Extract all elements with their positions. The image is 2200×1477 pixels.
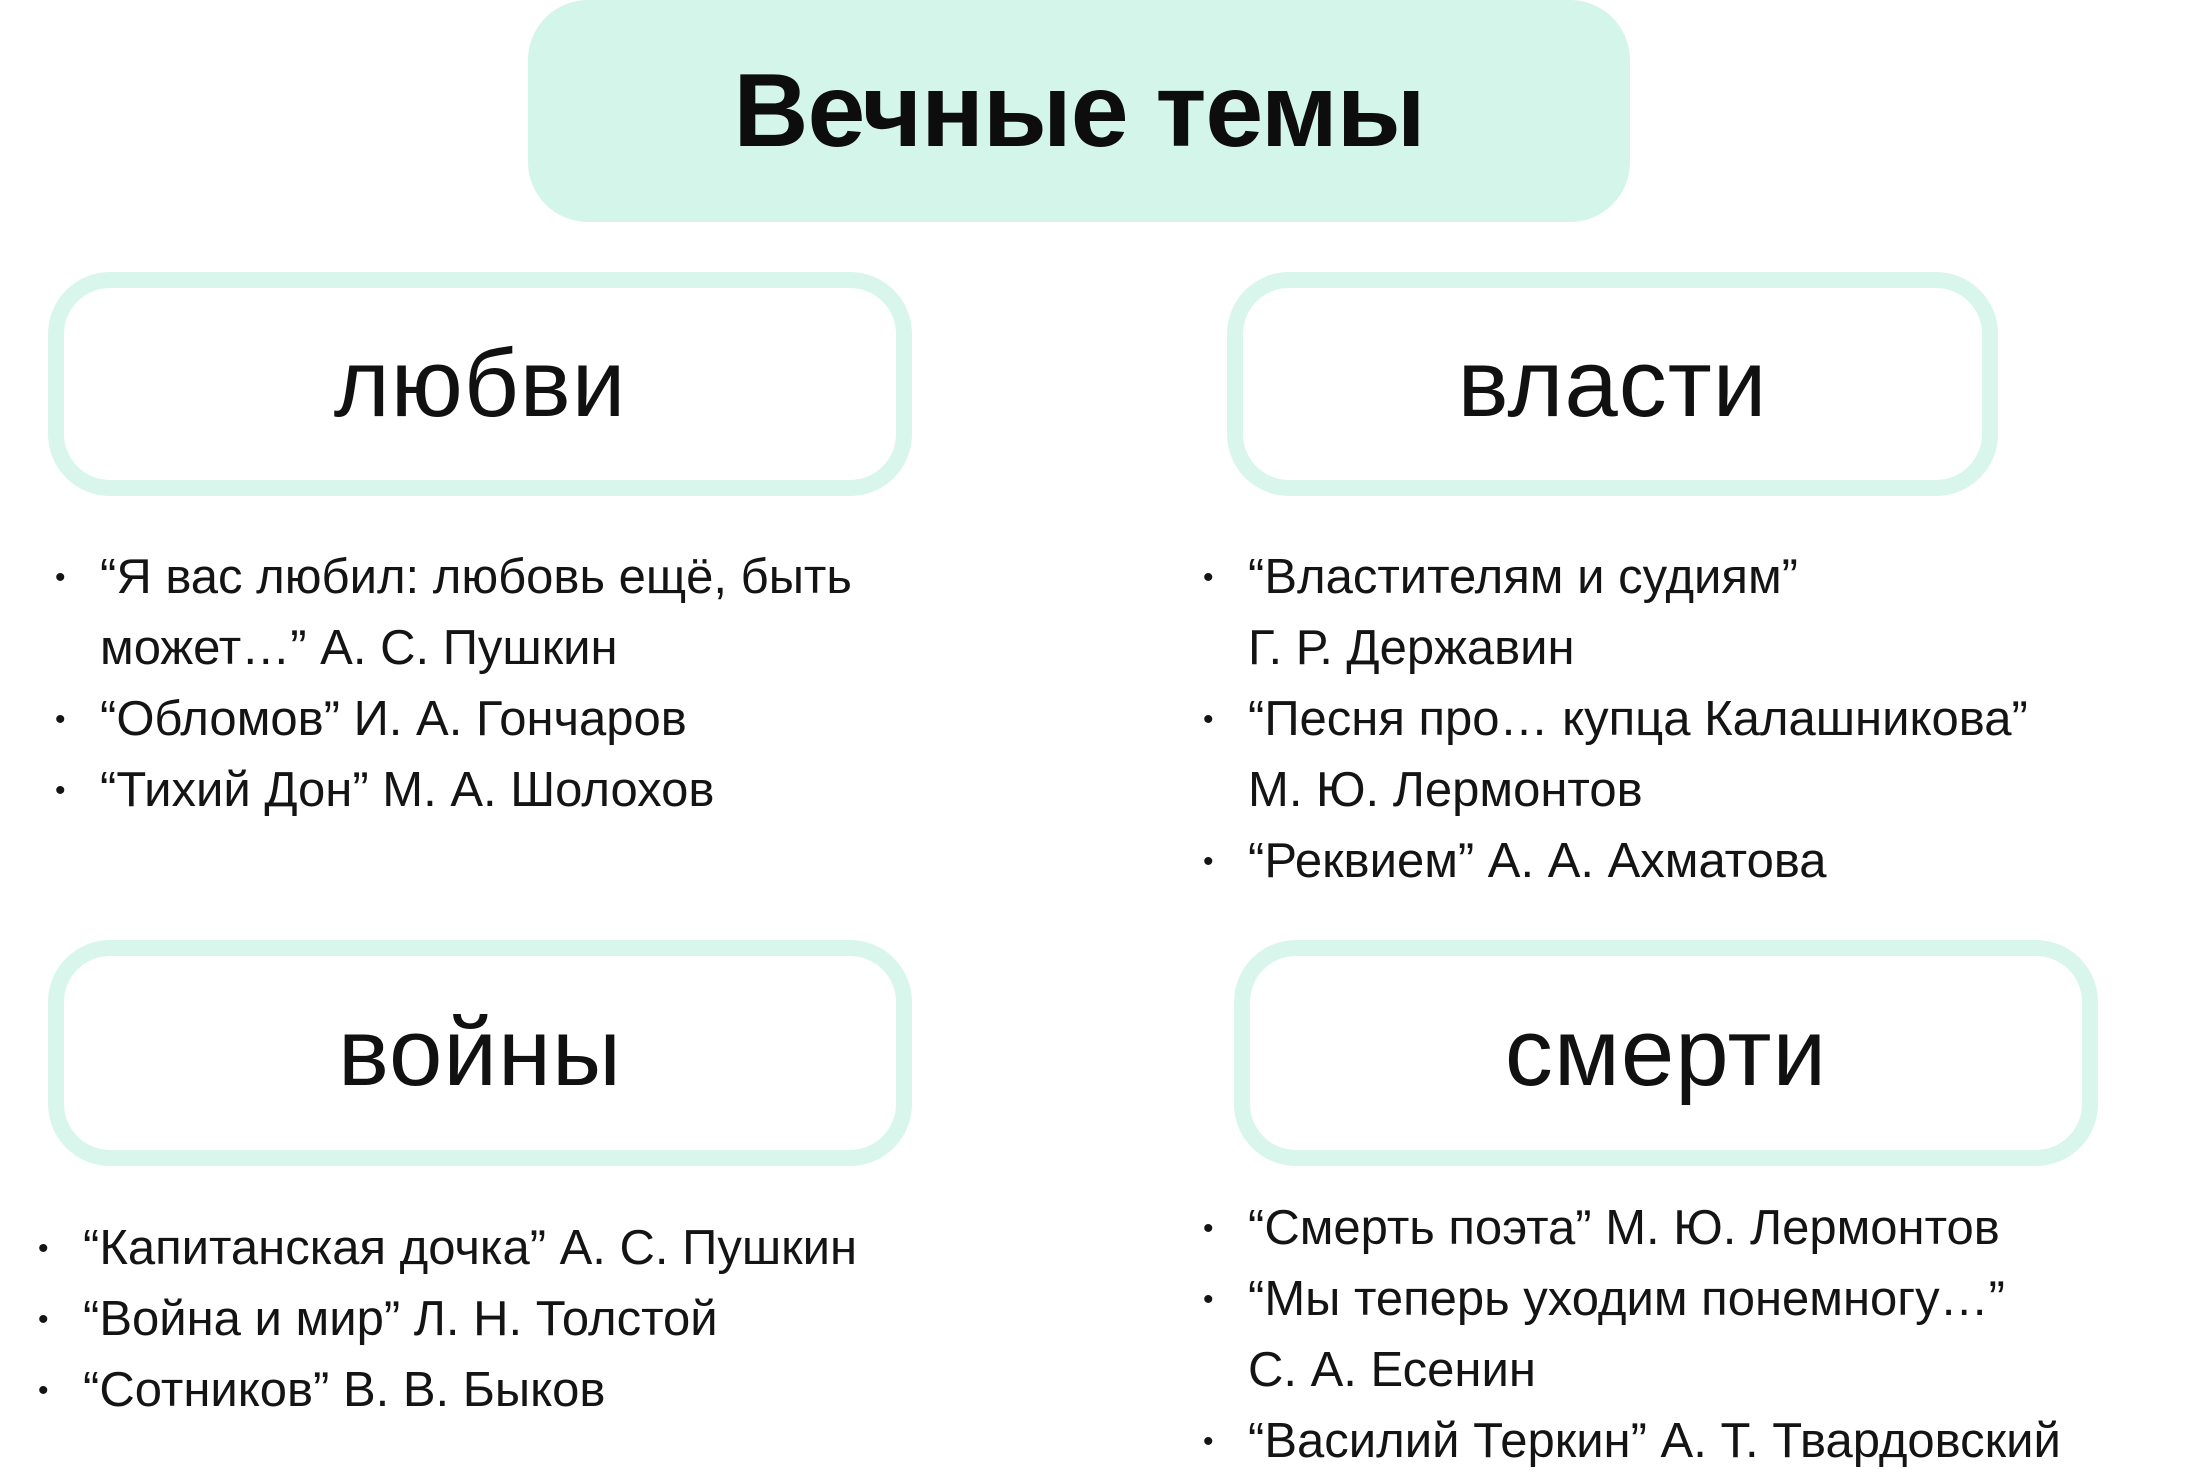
theme-label-power: власти <box>1457 330 1768 437</box>
bullet-icon: • <box>38 1232 49 1265</box>
list-item: • “Мы теперь уходим понемногу…” С. А. Есен… <box>1198 1264 2061 1406</box>
bullet-icon: • <box>38 1374 49 1407</box>
page-title: Вечные темы <box>733 52 1425 169</box>
bullet-icon: • <box>1203 845 1214 878</box>
list-item: • “Тихий Дон” М. А. Шолохов <box>50 755 852 826</box>
work-text: М. Ю. Лермонтов <box>1248 763 1643 817</box>
list-item: • “Песня про… купца Калашникова” М. Ю. Лер… <box>1198 684 2028 826</box>
bullet-icon: • <box>38 1303 49 1336</box>
title-banner: Вечные темы <box>528 0 1630 222</box>
work-text: “Песня про… купца Калашникова” <box>1248 692 2028 746</box>
list-item: • “Я вас любил: любовь ещё, быть может…” А… <box>50 542 852 684</box>
work-text: может…” А. С. Пушкин <box>100 621 618 675</box>
work-text: “Мы теперь уходим понемногу…” <box>1248 1272 2005 1326</box>
work-text: “Война и мир” Л. Н. Толстой <box>83 1292 718 1346</box>
work-text: “Капитанская дочка” А. С. Пушкин <box>83 1221 858 1275</box>
theme-box-power: власти <box>1227 272 1998 496</box>
work-text: “Обломов” И. А. Гончаров <box>100 692 687 746</box>
work-text: Г. Р. Державин <box>1248 621 1575 675</box>
bullet-icon: • <box>1203 1425 1214 1458</box>
bullet-icon: • <box>55 561 66 594</box>
bullet-icon: • <box>1203 561 1214 594</box>
bullet-icon: • <box>1203 1283 1214 1316</box>
list-item: • “Обломов” И. А. Гончаров <box>50 684 852 755</box>
theme-box-death: смерти <box>1234 940 2098 1166</box>
bullet-icon: • <box>1203 703 1214 736</box>
list-item: • “Смерть поэта” М. Ю. Лермонтов <box>1198 1193 2061 1264</box>
work-text: “Сотников” В. В. Быков <box>83 1363 606 1417</box>
list-item: • “Капитанская дочка” А. С. Пушкин <box>33 1213 857 1284</box>
work-text: “Тихий Дон” М. А. Шолохов <box>100 763 715 817</box>
list-item: • “Реквием” А. А. Ахматова <box>1198 826 2028 897</box>
theme-box-love: любви <box>48 272 912 496</box>
works-list-death: • “Смерть поэта” М. Ю. Лермонтов • “Мы теп… <box>1198 1193 2061 1477</box>
works-list-war: • “Капитанская дочка” А. С. Пушкин • “Войн… <box>33 1213 857 1426</box>
bullet-icon: • <box>55 774 66 807</box>
list-item: • “Война и мир” Л. Н. Толстой <box>33 1284 857 1355</box>
work-text: “Смерть поэта” М. Ю. Лермонтов <box>1248 1201 2000 1255</box>
theme-box-war: войны <box>48 940 912 1166</box>
work-text: “Реквием” А. А. Ахматова <box>1248 834 1827 888</box>
theme-label-war: войны <box>338 999 622 1106</box>
list-item: • “Сотников” В. В. Быков <box>33 1355 857 1426</box>
theme-label-love: любви <box>333 330 627 437</box>
theme-label-death: смерти <box>1504 999 1828 1106</box>
bullet-icon: • <box>1203 1212 1214 1245</box>
works-list-love: • “Я вас любил: любовь ещё, быть может…” А… <box>50 542 852 826</box>
list-item: • “Василий Теркин” А. Т. Твардовский <box>1198 1406 2061 1477</box>
work-text: “Василий Теркин” А. Т. Твардовский <box>1248 1414 2061 1468</box>
bullet-icon: • <box>55 703 66 736</box>
work-text: “Властителям и судиям” <box>1248 550 1798 604</box>
works-list-power: • “Властителям и судиям” Г. Р. Державин • “… <box>1198 542 2028 897</box>
work-text: “Я вас любил: любовь ещё, быть <box>100 550 852 604</box>
list-item: • “Властителям и судиям” Г. Р. Державин <box>1198 542 2028 684</box>
work-text: С. А. Есенин <box>1248 1343 1536 1397</box>
